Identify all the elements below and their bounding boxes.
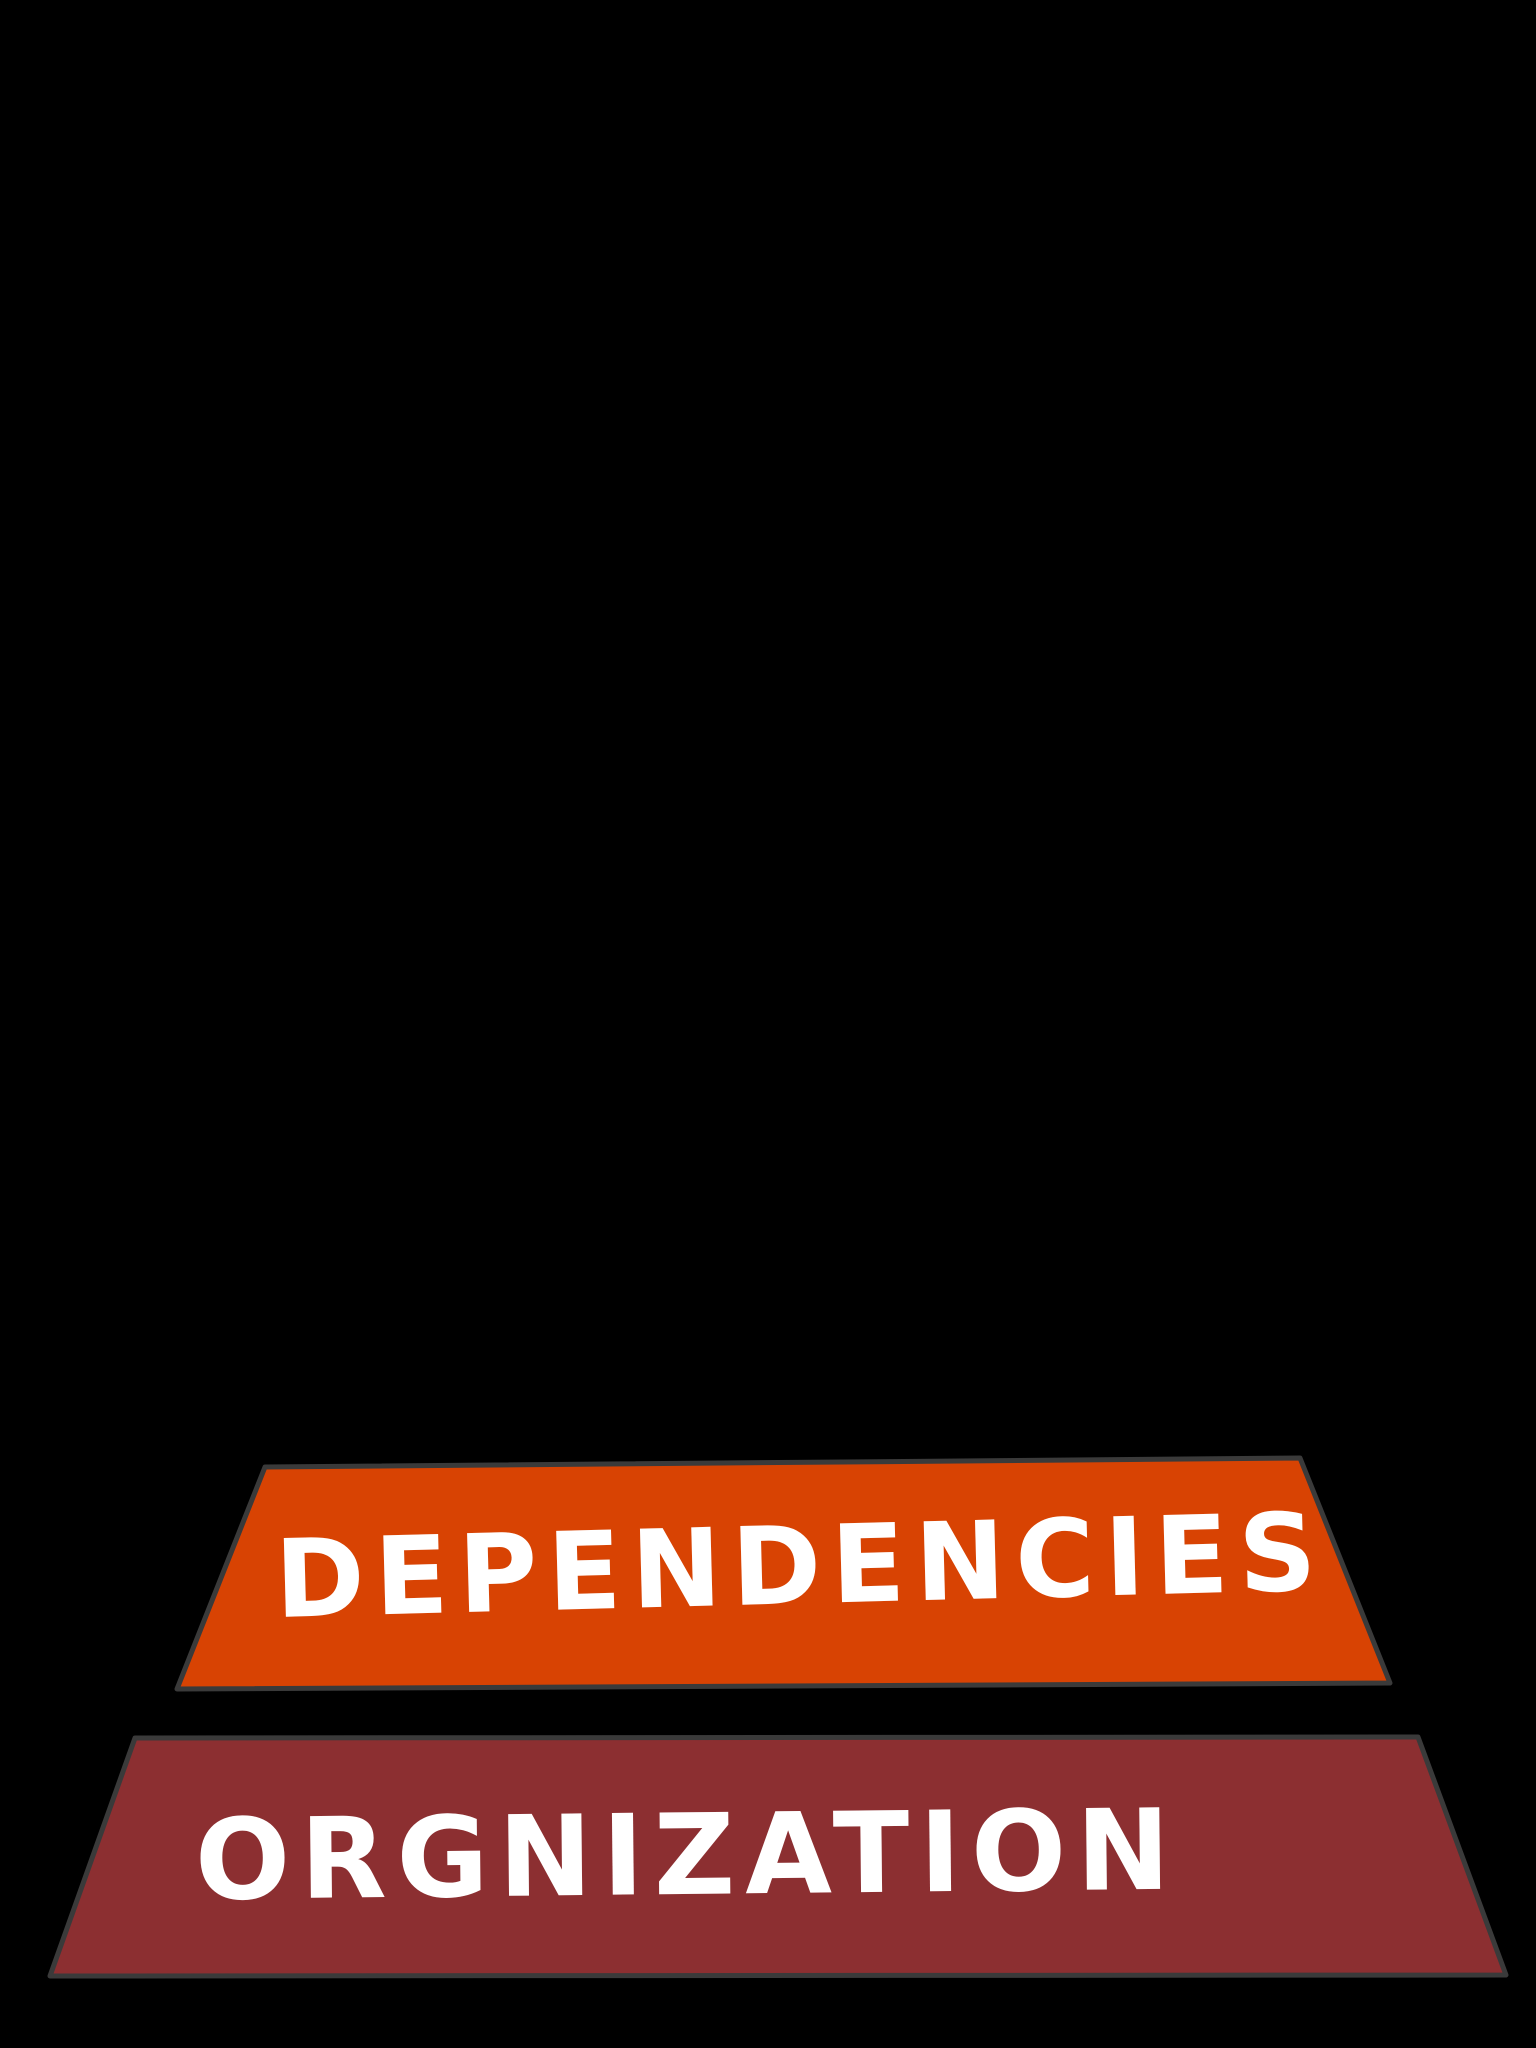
dependencies-trapezoid	[174, 1455, 1393, 1692]
organization-layer: ORGNIZATION	[0, 1733, 1536, 1979]
dependencies-layer: DEPENDENCIES	[0, 1455, 1536, 1692]
dependencies-label: DEPENDENCIES	[273, 1490, 1328, 1643]
organization-label: ORGNIZATION	[194, 1785, 1181, 1926]
dependencies-shape	[174, 1455, 1393, 1692]
organization-shape	[47, 1734, 1509, 1979]
organization-trapezoid	[47, 1734, 1509, 1979]
